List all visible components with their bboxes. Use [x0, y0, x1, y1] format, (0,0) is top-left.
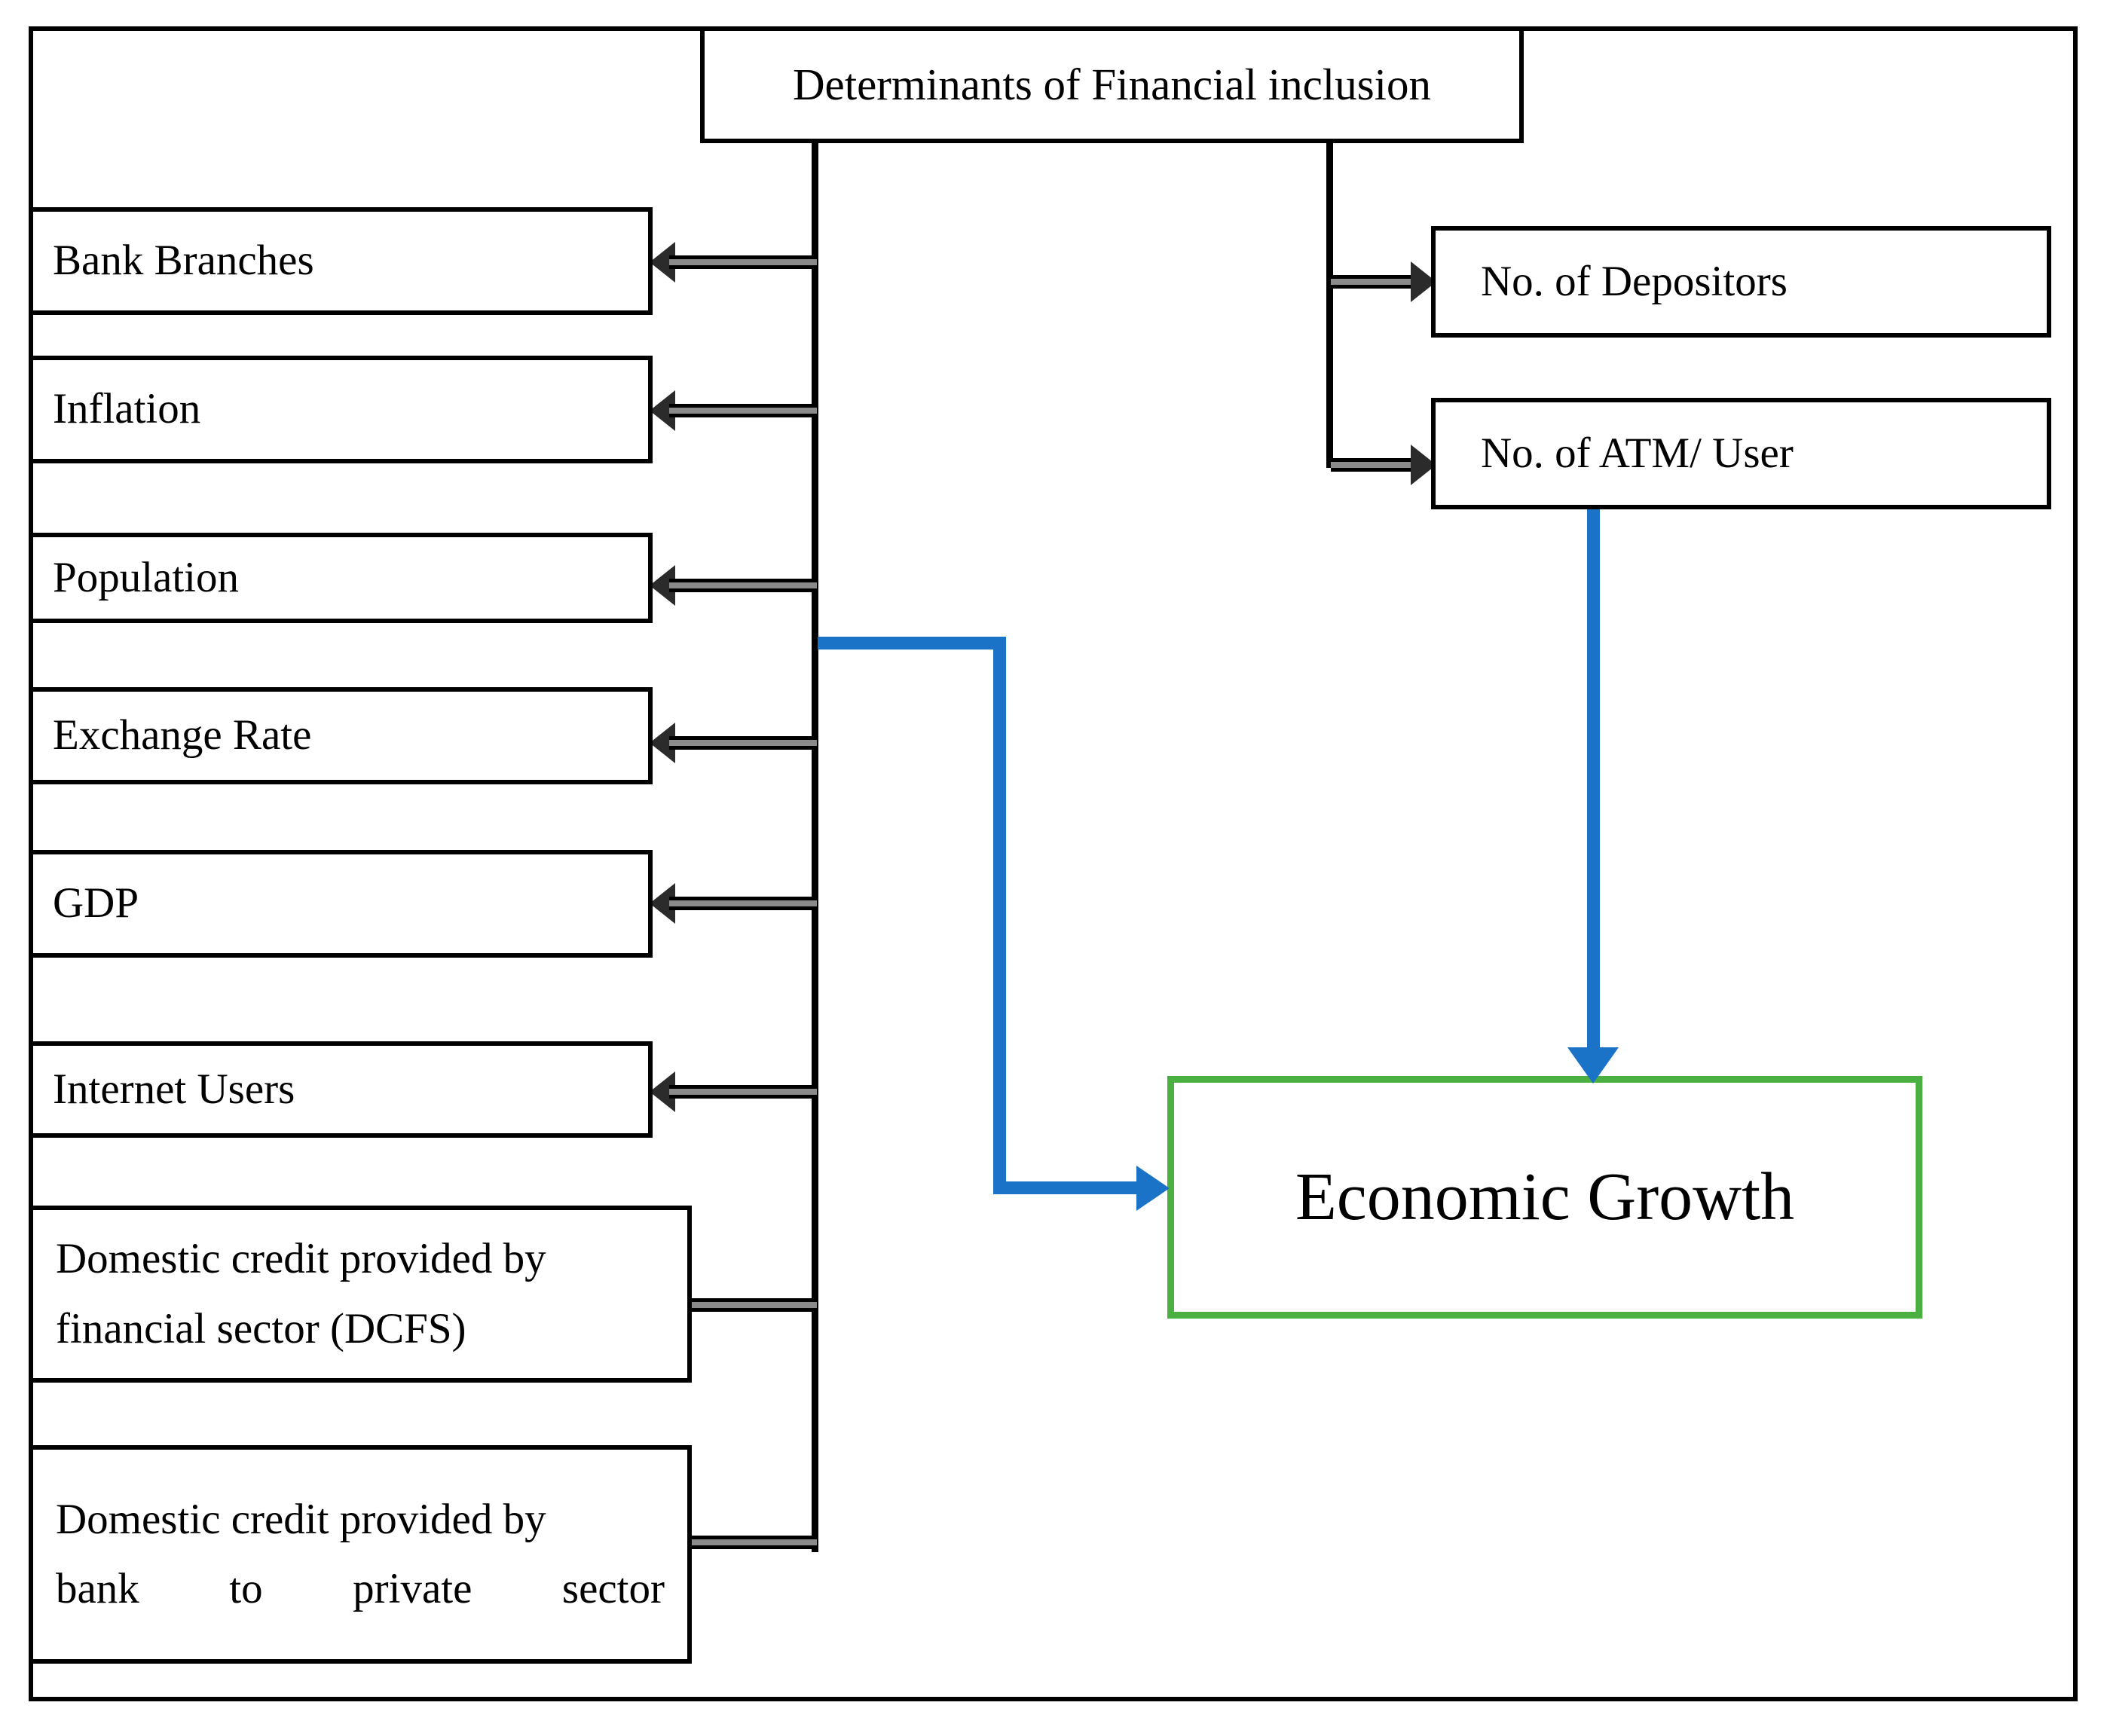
connector-arrow-atm: [1331, 445, 1436, 485]
node-economic-growth[interactable]: Economic Growth: [1167, 1076, 1922, 1319]
connector-arrow-inflation: [650, 390, 817, 431]
node-exchange-rate[interactable]: Exchange Rate: [29, 687, 653, 784]
node-label-line2: financial sector (DCFS): [56, 1304, 466, 1352]
connector-arrow-exchange-rate: [650, 723, 817, 763]
node-no-of-depositors[interactable]: No. of Depositors: [1431, 226, 2051, 338]
node-domestic-credit-financial-sector[interactable]: Domestic credit provided by financial se…: [29, 1206, 692, 1383]
node-population[interactable]: Population: [29, 533, 653, 623]
connector-arrow-gdp: [650, 883, 817, 924]
node-label: Internet Users: [53, 1065, 295, 1113]
arrow-shaft: [680, 1536, 817, 1549]
node-no-of-atm-user[interactable]: No. of ATM/ User: [1431, 398, 2051, 509]
node-label: Determinants of Financial inclusion: [792, 59, 1432, 109]
trunk-line-right: [1326, 142, 1333, 467]
blue-flow-segment-horizontal-bottom: [993, 1181, 1138, 1194]
arrow-shaft: [669, 897, 817, 910]
node-label-line2: bank to private sector: [56, 1565, 665, 1612]
blue-arrowhead-down-icon: [1567, 1047, 1619, 1083]
arrow-shaft: [669, 736, 817, 750]
node-label: Inflation: [53, 385, 201, 433]
node-bank-branches[interactable]: Bank Branches: [29, 207, 653, 315]
arrow-shaft: [1331, 458, 1417, 472]
arrow-shaft: [669, 255, 817, 269]
node-domestic-credit-private-sector[interactable]: Domestic credit provided by bank to priv…: [29, 1445, 692, 1664]
node-label: Exchange Rate: [53, 711, 312, 760]
node-label: Bank Branches: [53, 237, 314, 285]
trunk-line-left: [812, 142, 818, 1552]
node-label-line1: Domestic credit provided by: [56, 1235, 546, 1283]
node-label: No. of ATM/ User: [1481, 429, 1794, 477]
arrow-shaft: [1331, 275, 1417, 289]
arrow-shaft: [669, 404, 817, 417]
node-label: GDP: [53, 879, 139, 928]
blue-flow-segment-horizontal-top: [818, 637, 1006, 649]
node-gdp[interactable]: GDP: [29, 850, 653, 958]
blue-flow-segment-vertical: [993, 637, 1006, 1194]
node-internet-users[interactable]: Internet Users: [29, 1041, 653, 1138]
node-label: Economic Growth: [1295, 1159, 1795, 1234]
arrow-shaft: [669, 1085, 817, 1099]
arrow-shaft: [680, 1298, 817, 1312]
node-inflation[interactable]: Inflation: [29, 356, 653, 463]
connector-arrow-internet-users: [650, 1071, 817, 1112]
node-label: Domestic credit provided by financial se…: [33, 1224, 687, 1364]
blue-flow-segment-atm-vertical: [1587, 509, 1600, 1058]
node-label: Population: [53, 553, 240, 601]
connector-arrow-bank-branches: [650, 242, 817, 283]
node-label-line1: Domestic credit provided by: [56, 1495, 546, 1543]
node-determinants-of-financial-inclusion[interactable]: Determinants of Financial inclusion: [700, 26, 1524, 143]
connector-arrow-depositors: [1331, 261, 1436, 302]
blue-arrowhead-right-icon: [1136, 1166, 1170, 1211]
connector-arrow-population: [650, 565, 817, 606]
node-label: Domestic credit provided by bank to priv…: [33, 1485, 687, 1624]
arrow-shaft: [669, 579, 817, 592]
node-label: No. of Depositors: [1481, 257, 1787, 305]
